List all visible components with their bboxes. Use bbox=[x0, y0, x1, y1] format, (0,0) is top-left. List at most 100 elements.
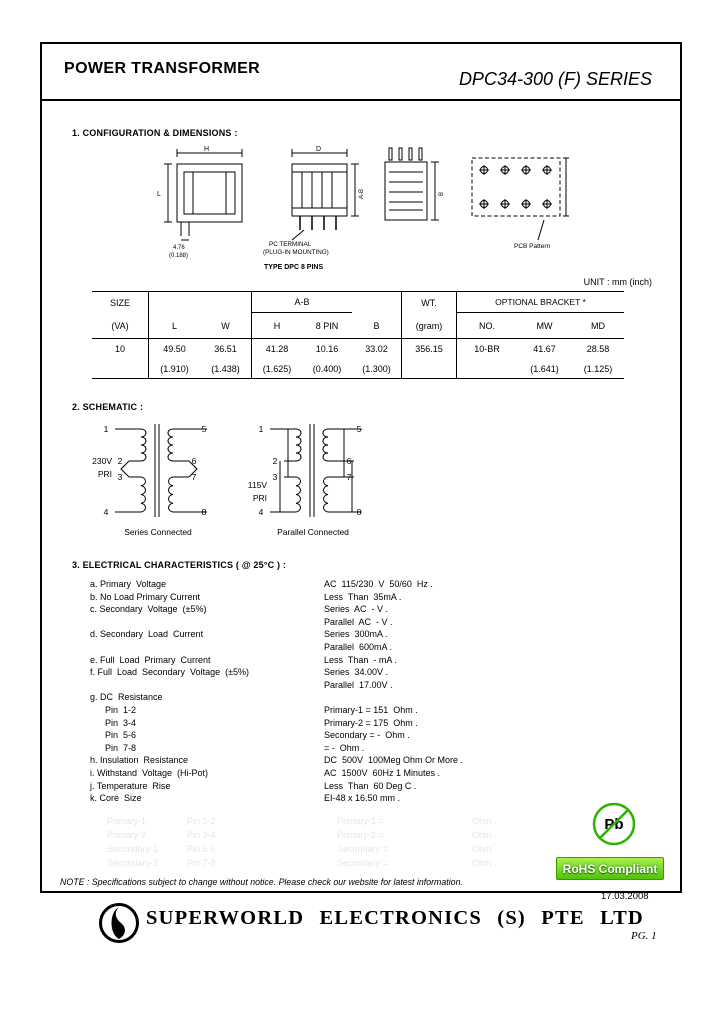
ec-row: Pin 7-8 = - Ohm . bbox=[90, 742, 463, 755]
ec-row: Parallel AC - V . bbox=[90, 616, 463, 629]
table-spacer bbox=[352, 292, 402, 313]
faded-row: Secondary-1 Pin 5-6 Secondary = Ohm . bbox=[107, 842, 497, 856]
ec-row: f. Full Load Secondary Voltage (±5%)Seri… bbox=[90, 666, 463, 679]
td-inch bbox=[457, 359, 517, 378]
ec-label bbox=[90, 641, 324, 654]
th-wt: WT. bbox=[402, 292, 457, 313]
faded-cell: Ohm . bbox=[472, 844, 497, 854]
faded-cell: Ohm . bbox=[472, 858, 497, 868]
faded-cell: Pin 3-4 bbox=[187, 830, 216, 840]
td-inch: (1.625) bbox=[262, 363, 292, 374]
table-spacer bbox=[149, 292, 252, 313]
pin-number: 5 bbox=[356, 424, 362, 434]
faded-cell: Secondary = bbox=[337, 844, 388, 854]
faded-cell: Primary-2 = bbox=[337, 830, 384, 840]
pin-number: 8 bbox=[201, 507, 207, 517]
ec-label: h. Insulation Resistance bbox=[90, 755, 189, 766]
td-mm: 41.67 bbox=[533, 344, 556, 354]
faded-cell: Primary-1 bbox=[107, 816, 147, 826]
ec-row: Parallel 600mA . bbox=[90, 641, 463, 654]
pin-number: 7 bbox=[191, 472, 197, 482]
pin-number: 6 bbox=[191, 456, 197, 466]
td-mm: 10.16 bbox=[315, 344, 339, 354]
dim-b-label: B bbox=[439, 192, 445, 196]
company-name: SUPERWORLD ELECTRONICS (S) PTE LTD bbox=[146, 907, 644, 929]
ec-row: h. Insulation Resistance DC 500V 100Meg O… bbox=[90, 754, 463, 767]
ec-value: Parallel 17.00V . bbox=[324, 679, 393, 690]
td-mm: 49.50 bbox=[163, 344, 186, 354]
ec-value: Less Than 35mA . bbox=[324, 591, 402, 602]
td-inch: (1.125) bbox=[583, 363, 613, 374]
ec-value: Primary-1 = 151 Ohm . bbox=[324, 704, 418, 715]
td-inch: (1.300) bbox=[352, 359, 402, 378]
th-l: L bbox=[149, 313, 200, 339]
section2-heading: 2. SCHEMATIC : bbox=[72, 402, 144, 412]
schematic-drawings bbox=[115, 424, 362, 517]
ec-label: Pin 3-4 bbox=[90, 717, 137, 728]
faded-cell: Secondary-1 bbox=[107, 844, 159, 854]
th-gram: (gram) bbox=[402, 313, 457, 339]
ec-label: Pin 5-6 bbox=[90, 730, 137, 741]
th-b: B bbox=[352, 313, 402, 339]
pc-terminal-arrow bbox=[291, 229, 305, 241]
faded-cell: Pin 1-2 bbox=[187, 816, 216, 826]
ec-row: Parallel 17.00V . bbox=[90, 679, 463, 692]
ec-value: = - Ohm . bbox=[324, 742, 365, 753]
faded-cell: Pin 5-6 bbox=[187, 844, 216, 854]
th-size: SIZE bbox=[92, 292, 149, 313]
td-mm: 10-BR bbox=[474, 344, 500, 354]
td-inch bbox=[402, 359, 457, 378]
td-mm: 10 bbox=[92, 339, 149, 359]
page-number: PG. 1 bbox=[631, 930, 657, 942]
th-optional-bracket: OPTIONAL BRACKET * bbox=[457, 292, 624, 313]
pc-terminal-label-2: (PLUG-IN MOUNTING) bbox=[263, 249, 329, 256]
ec-label: k. Core Size bbox=[90, 793, 142, 804]
td-inch: (1.910) bbox=[160, 363, 189, 374]
ec-value: Parallel 600mA . bbox=[324, 641, 393, 652]
ec-label bbox=[90, 616, 324, 629]
ec-row: g. DC Resistance bbox=[90, 691, 463, 704]
ec-value: Parallel AC - V . bbox=[324, 616, 393, 627]
ec-value: DC 500V 100Meg Ohm Or More . bbox=[324, 755, 464, 766]
pin-number: 4 bbox=[258, 507, 264, 517]
ec-label: a. Primary Voltage bbox=[90, 579, 167, 589]
ec-label: g. DC Resistance bbox=[90, 692, 163, 703]
parallel-schematic bbox=[270, 424, 362, 517]
series-schematic bbox=[115, 424, 207, 517]
series-title: DPC34-300 (F) SERIES bbox=[458, 69, 652, 89]
pin-number: 8 bbox=[356, 507, 362, 517]
pin-number: 6 bbox=[346, 456, 352, 466]
dim-476-label: 4.76 bbox=[173, 245, 185, 251]
td-mm: 33.02 bbox=[352, 339, 402, 359]
unit-label: UNIT : mm (inch) bbox=[583, 277, 652, 287]
ec-label: j. Temperature Rise bbox=[90, 780, 171, 791]
primary-label: PRI bbox=[252, 493, 267, 503]
dim-d-label: D bbox=[316, 146, 321, 153]
ec-value: EI-48 x 16.50 mm . bbox=[324, 793, 401, 804]
dim-h-label: H bbox=[204, 146, 209, 153]
ec-row: k. Core Size EI-48 x 16.50 mm . bbox=[90, 792, 463, 805]
ec-label: d. Secondary Load Current bbox=[90, 629, 204, 640]
faded-cell: Pin 7-8 bbox=[187, 858, 216, 868]
pc-terminal-label: PC TERMINAL bbox=[269, 241, 312, 248]
th-w: W bbox=[200, 313, 252, 339]
primary-voltage-label: 115V bbox=[247, 480, 267, 490]
pin-number: 1 bbox=[103, 424, 109, 434]
td-inch: (0.400) bbox=[312, 363, 342, 374]
ec-label: e. Full Load Primary Current bbox=[90, 654, 211, 665]
pin-number: 3 bbox=[117, 472, 123, 482]
dim-l-label: L bbox=[157, 191, 161, 198]
primary-label: PRI bbox=[97, 469, 112, 479]
ec-label: i. Withstand Voltage (Hi-Pot) bbox=[90, 767, 209, 778]
primary-voltage-label: 230V bbox=[92, 456, 112, 466]
end-view-drawing: B bbox=[384, 147, 445, 221]
ec-value: AC 1500V 60Hz 1 Minutes . bbox=[324, 767, 441, 778]
ec-label: Pin 7-8 bbox=[90, 742, 137, 753]
